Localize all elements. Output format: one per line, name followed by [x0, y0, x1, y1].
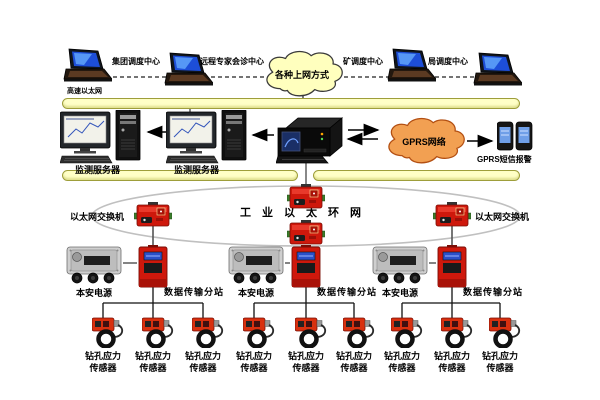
- borehole-stress-sensor-icon: [243, 314, 279, 348]
- label-sensor-1: 钻孔应力传感器: [81, 351, 125, 374]
- workstation-icon-monitor-server-1: [60, 110, 145, 166]
- power-supply-icon-2: [228, 246, 284, 284]
- label-group-dispatch-center: 集团调度中心: [112, 57, 160, 66]
- sensor-label-line1: 钻孔应力: [184, 351, 221, 361]
- label-monitor-server-1: 监测服务器: [75, 165, 121, 175]
- sensor-label-line2: 传感器: [438, 362, 466, 373]
- label-ethernet-switch-left: 以太网交换机: [70, 212, 125, 222]
- label-station-2: 数据传输分站: [317, 287, 378, 297]
- gprs-cloud: GPRS网络: [382, 116, 466, 166]
- sensor-label-line2: 传感器: [486, 362, 514, 373]
- label-power-3: 本安电源: [382, 288, 419, 298]
- sensor-label-line2: 传感器: [139, 362, 167, 373]
- borehole-stress-sensor-icon: [441, 314, 477, 348]
- power-supply-icon-1: [66, 246, 122, 284]
- transmission-station-icon-2: [291, 245, 321, 289]
- gprs-cloud-label: GPRS网络: [402, 137, 446, 147]
- sensor-label-line2: 传感器: [240, 362, 268, 373]
- sensor-label-line2: 传感器: [292, 362, 320, 373]
- switch-icon-right: [433, 202, 471, 228]
- label-station-1: 数据传输分站: [164, 287, 225, 297]
- transmission-station-icon-1: [138, 245, 168, 289]
- label-sensor-5: 钻孔应力传感器: [284, 351, 328, 374]
- sensor-label-line2: 传感器: [89, 362, 117, 373]
- label-mine-dispatch-center: 矿调度中心: [343, 57, 383, 66]
- label-sensor-3: 钻孔应力传感器: [181, 351, 225, 374]
- borehole-stress-sensor-icon: [295, 314, 331, 348]
- collection-server-icon: [276, 116, 344, 164]
- label-ethernet-switch-right: 以太网交换机: [475, 212, 530, 222]
- label-gprs-sms-alarm: GPRS短信报警: [477, 155, 532, 164]
- label-sensor-9: 钻孔应力传感器: [478, 351, 522, 374]
- sensor-label-line2: 传感器: [340, 362, 368, 373]
- borehole-stress-sensor-icon: [391, 314, 427, 348]
- internet-cloud-label: 各种上网方式: [274, 70, 329, 80]
- borehole-stress-sensor-icon: [142, 314, 178, 348]
- label-bureau-dispatch-center: 局调度中心: [428, 57, 468, 66]
- sensor-label-line1: 钻孔应力: [134, 351, 171, 361]
- switch-icon-top: [287, 184, 325, 210]
- label-sensor-6: 钻孔应力传感器: [332, 351, 376, 374]
- label-power-2: 本安电源: [238, 288, 275, 298]
- backbone-label: 高速以太网: [67, 88, 102, 95]
- power-supply-icon-3: [372, 246, 428, 284]
- label-monitor-server-2: 监测服务器: [174, 165, 220, 175]
- internet-cloud: 各种上网方式: [260, 50, 344, 98]
- sensor-label-line1: 钻孔应力: [481, 351, 518, 361]
- borehole-stress-sensor-icon: [489, 314, 525, 348]
- transmission-station-icon-3: [437, 245, 467, 289]
- sensor-label-line1: 钻孔应力: [383, 351, 420, 361]
- laptop-icon-bureau-dispatch: [472, 52, 522, 86]
- sensor-label-line1: 钻孔应力: [287, 351, 324, 361]
- lower-ethernet-bar-left: [62, 170, 298, 181]
- label-sensor-2: 钻孔应力传感器: [131, 351, 175, 374]
- high-speed-ethernet-bar: [62, 98, 520, 109]
- phones-icon: [497, 120, 533, 152]
- label-sensor-7: 钻孔应力传感器: [380, 351, 424, 374]
- borehole-stress-sensor-icon: [92, 314, 128, 348]
- label-station-3: 数据传输分站: [463, 287, 524, 297]
- sensor-label-line1: 钻孔应力: [335, 351, 372, 361]
- laptop-icon-group-center: [62, 48, 112, 82]
- sensor-label-line1: 钻孔应力: [84, 351, 121, 361]
- switch-icon-bottom: [287, 220, 325, 246]
- label-sensor-4: 钻孔应力传感器: [232, 351, 276, 374]
- sensor-label-line1: 钻孔应力: [433, 351, 470, 361]
- borehole-stress-sensor-icon: [343, 314, 379, 348]
- sensor-label-line2: 传感器: [189, 362, 217, 373]
- label-power-1: 本安电源: [76, 288, 113, 298]
- sensor-label-line2: 传感器: [388, 362, 416, 373]
- label-remote-expert-center: 远程专家会诊中心: [200, 57, 264, 66]
- label-sensor-8: 钻孔应力传感器: [430, 351, 474, 374]
- borehole-stress-sensor-icon: [192, 314, 228, 348]
- workstation-icon-monitor-server-2: [166, 110, 251, 166]
- sensor-label-line1: 钻孔应力: [235, 351, 272, 361]
- lower-ethernet-bar-right: [313, 170, 520, 181]
- industrial-ethernet-ring-label: 工业以太环网: [240, 207, 372, 219]
- switch-icon-left: [134, 202, 172, 228]
